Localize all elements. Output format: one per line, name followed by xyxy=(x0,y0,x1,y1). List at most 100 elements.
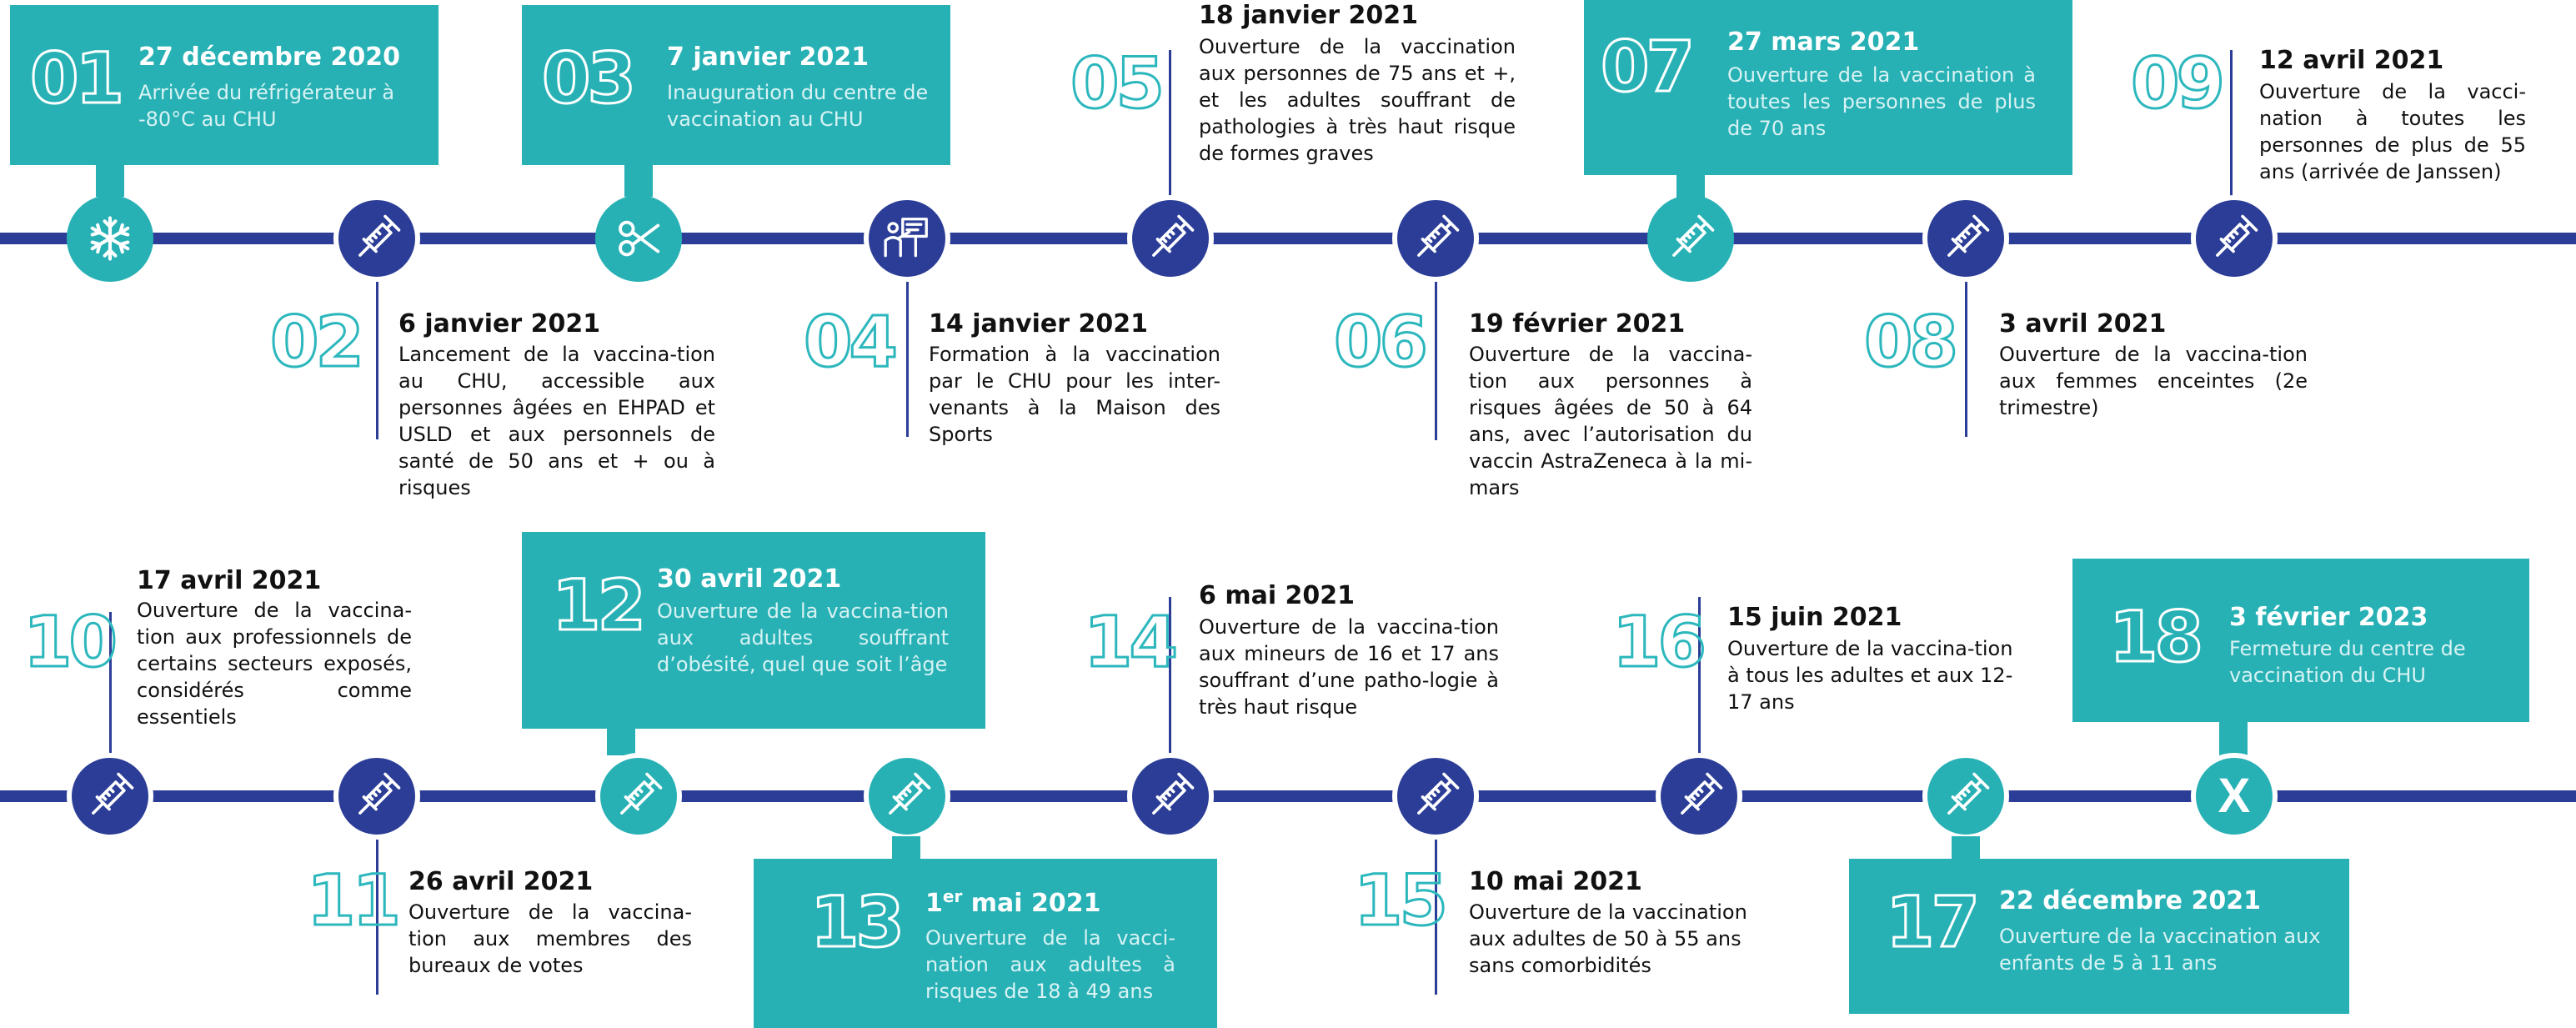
event-node xyxy=(1392,195,1479,282)
syringe-icon xyxy=(1152,772,1195,815)
event-box xyxy=(1849,859,2349,1014)
connector xyxy=(2219,720,2248,755)
event-box xyxy=(522,532,985,729)
connector xyxy=(624,163,653,197)
connector xyxy=(376,282,378,439)
connector xyxy=(1169,50,1171,198)
connector xyxy=(109,612,112,757)
event-box xyxy=(2072,559,2529,722)
syringe-icon xyxy=(1417,772,1460,815)
event-number: 15 xyxy=(1353,860,1450,941)
event-date: 27 décembre 2020 xyxy=(138,43,400,72)
event-description: Ouverture de la vacci-nation aux adultes… xyxy=(925,926,1175,1003)
event-description: Ouverture de la vaccina-tion aux personn… xyxy=(1469,343,1752,499)
event-description: Inauguration du centre de vaccination au… xyxy=(667,81,929,131)
syringe-icon xyxy=(1417,214,1460,257)
event-number: 12 xyxy=(551,564,648,646)
syringe-icon xyxy=(358,214,401,257)
syringe-icon xyxy=(358,772,401,815)
event-node xyxy=(1922,753,2009,840)
event-description: Lancement de la vaccina-tion au CHU, acc… xyxy=(398,343,715,499)
connector xyxy=(1676,173,1705,198)
event-description: Ouverture de la vaccina-tion à tous les … xyxy=(1727,637,2013,714)
date-month-year: mai 2021 xyxy=(962,889,1101,918)
syringe-icon xyxy=(1947,772,1990,815)
event-number: 07 xyxy=(1600,26,1696,108)
event-description: Ouverture de la vaccina-tion aux mineurs… xyxy=(1199,615,1499,719)
connector xyxy=(376,840,378,995)
event-date: 10 mai 2021 xyxy=(1469,867,1642,896)
event-number: 11 xyxy=(306,860,403,941)
event-date: 7 janvier 2021 xyxy=(667,43,870,72)
connector xyxy=(607,727,635,755)
event-box xyxy=(754,859,1217,1028)
event-node xyxy=(1647,195,1734,282)
connector xyxy=(96,163,124,197)
event-node xyxy=(1127,195,1214,282)
event-node xyxy=(67,195,153,282)
event-number: 01 xyxy=(29,38,126,119)
event-box xyxy=(522,5,950,165)
syringe-icon xyxy=(92,772,134,815)
event-number: 06 xyxy=(1333,301,1430,383)
snowflake-icon xyxy=(90,216,130,261)
event-date: 27 mars 2021 xyxy=(1727,28,1920,57)
event-date: 18 janvier 2021 xyxy=(1199,1,1418,30)
date-day: 1 xyxy=(925,889,943,918)
event-node xyxy=(2191,195,2278,282)
event-number: 16 xyxy=(1611,601,1708,683)
x-mark-icon: X xyxy=(2218,769,2251,823)
connector xyxy=(1435,840,1437,995)
event-date: 12 avril 2021 xyxy=(2259,46,2444,75)
event-number: 02 xyxy=(269,301,366,383)
event-number: 13 xyxy=(809,881,906,963)
connector xyxy=(1169,597,1171,757)
event-description: Arrivée du réfrigérateur à -80°C au CHU xyxy=(138,81,395,131)
event-description: Ouverture de la vaccina-tion aux membres… xyxy=(408,900,692,977)
event-number: 18 xyxy=(2108,596,2205,678)
event-node xyxy=(333,195,420,282)
event-date: 3 avril 2021 xyxy=(1999,309,2167,338)
syringe-icon xyxy=(1152,214,1195,257)
event-node xyxy=(595,195,682,282)
event-box xyxy=(10,5,439,165)
syringe-icon xyxy=(1947,214,1990,257)
event-node xyxy=(333,753,420,840)
event-number: 17 xyxy=(1885,881,1982,963)
event-number: 03 xyxy=(541,38,638,119)
event-date: 30 avril 2021 xyxy=(657,564,842,594)
event-node xyxy=(1656,753,1742,840)
connector xyxy=(892,836,920,861)
connector xyxy=(1435,282,1437,440)
event-node xyxy=(1392,753,1479,840)
event-number: 10 xyxy=(23,601,119,683)
event-description: Ouverture de la vaccination aux adultes … xyxy=(1469,900,1747,977)
event-description: Fermeture du centre de vaccination du CH… xyxy=(2229,637,2466,687)
event-date: 19 février 2021 xyxy=(1469,309,1686,338)
event-date: 26 avril 2021 xyxy=(408,867,594,896)
event-description: Ouverture de la vaccina-tion aux profess… xyxy=(137,599,412,729)
event-description: Formation à la vaccination par le CHU po… xyxy=(929,343,1220,446)
event-date: 14 janvier 2021 xyxy=(929,309,1148,338)
syringe-icon xyxy=(620,772,663,815)
event-date: 6 mai 2021 xyxy=(1199,581,1356,610)
event-box xyxy=(1584,0,2072,175)
event-number: 04 xyxy=(803,301,900,383)
event-node: X xyxy=(2191,753,2278,840)
